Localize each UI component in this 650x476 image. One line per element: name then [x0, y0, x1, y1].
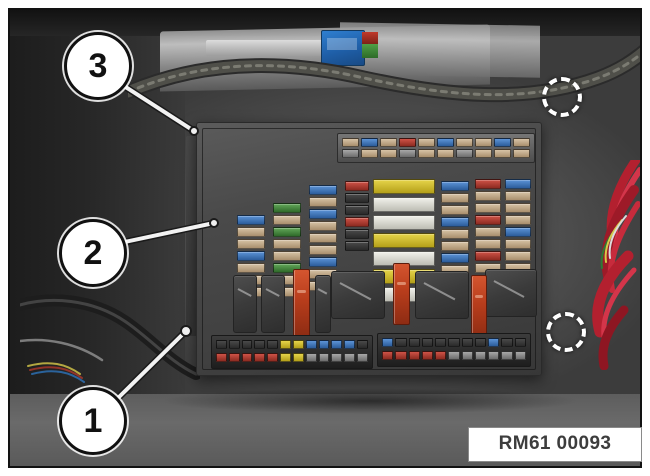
callout-3[interactable]: 3	[64, 32, 132, 100]
terminal-strip	[211, 335, 373, 369]
fuse	[361, 138, 378, 147]
fuse	[494, 138, 511, 147]
fuse	[342, 138, 359, 147]
fuse	[418, 149, 435, 158]
upper-fuse-bank	[337, 133, 535, 163]
cartridge-fuse	[471, 275, 487, 339]
relay-block	[415, 271, 469, 319]
fuse	[437, 138, 454, 147]
fuse	[380, 149, 397, 158]
fuse	[475, 138, 492, 147]
fuse	[494, 149, 511, 158]
part-number-label: RM61 00093	[468, 427, 642, 462]
relay-socket	[315, 275, 331, 333]
fuse	[380, 138, 397, 147]
cowl-slot	[206, 40, 326, 56]
fuse-relay-box	[196, 122, 542, 376]
callout-2[interactable]: 2	[59, 219, 127, 287]
fuse	[475, 149, 492, 158]
terminal-strip	[377, 333, 531, 367]
bay-floor-shadow	[160, 388, 580, 414]
relay-block	[331, 271, 385, 319]
relay-socket	[233, 275, 257, 333]
connector-red-tab	[362, 32, 378, 44]
fuse-column	[345, 181, 369, 251]
fuse	[361, 149, 378, 158]
fuse	[399, 149, 416, 158]
fuse-box-rim	[202, 128, 536, 370]
connector-green-tab	[362, 44, 378, 58]
cartridge-fuse	[293, 269, 310, 337]
relay-block	[485, 269, 537, 317]
fuse	[456, 138, 473, 147]
callout-1[interactable]: 1	[59, 387, 127, 455]
fuse	[513, 149, 530, 158]
highlight-marker-upper-right	[542, 77, 582, 117]
red-wire-bundle	[578, 160, 640, 370]
fuse	[456, 149, 473, 158]
fuse	[342, 149, 359, 158]
cartridge-fuse	[393, 263, 410, 325]
relay-socket	[261, 275, 285, 333]
fuse	[513, 138, 530, 147]
fuse	[399, 138, 416, 147]
fuse	[418, 138, 435, 147]
fuse	[437, 149, 454, 158]
highlight-marker-lower-right	[546, 312, 586, 352]
blue-connector	[321, 30, 365, 66]
